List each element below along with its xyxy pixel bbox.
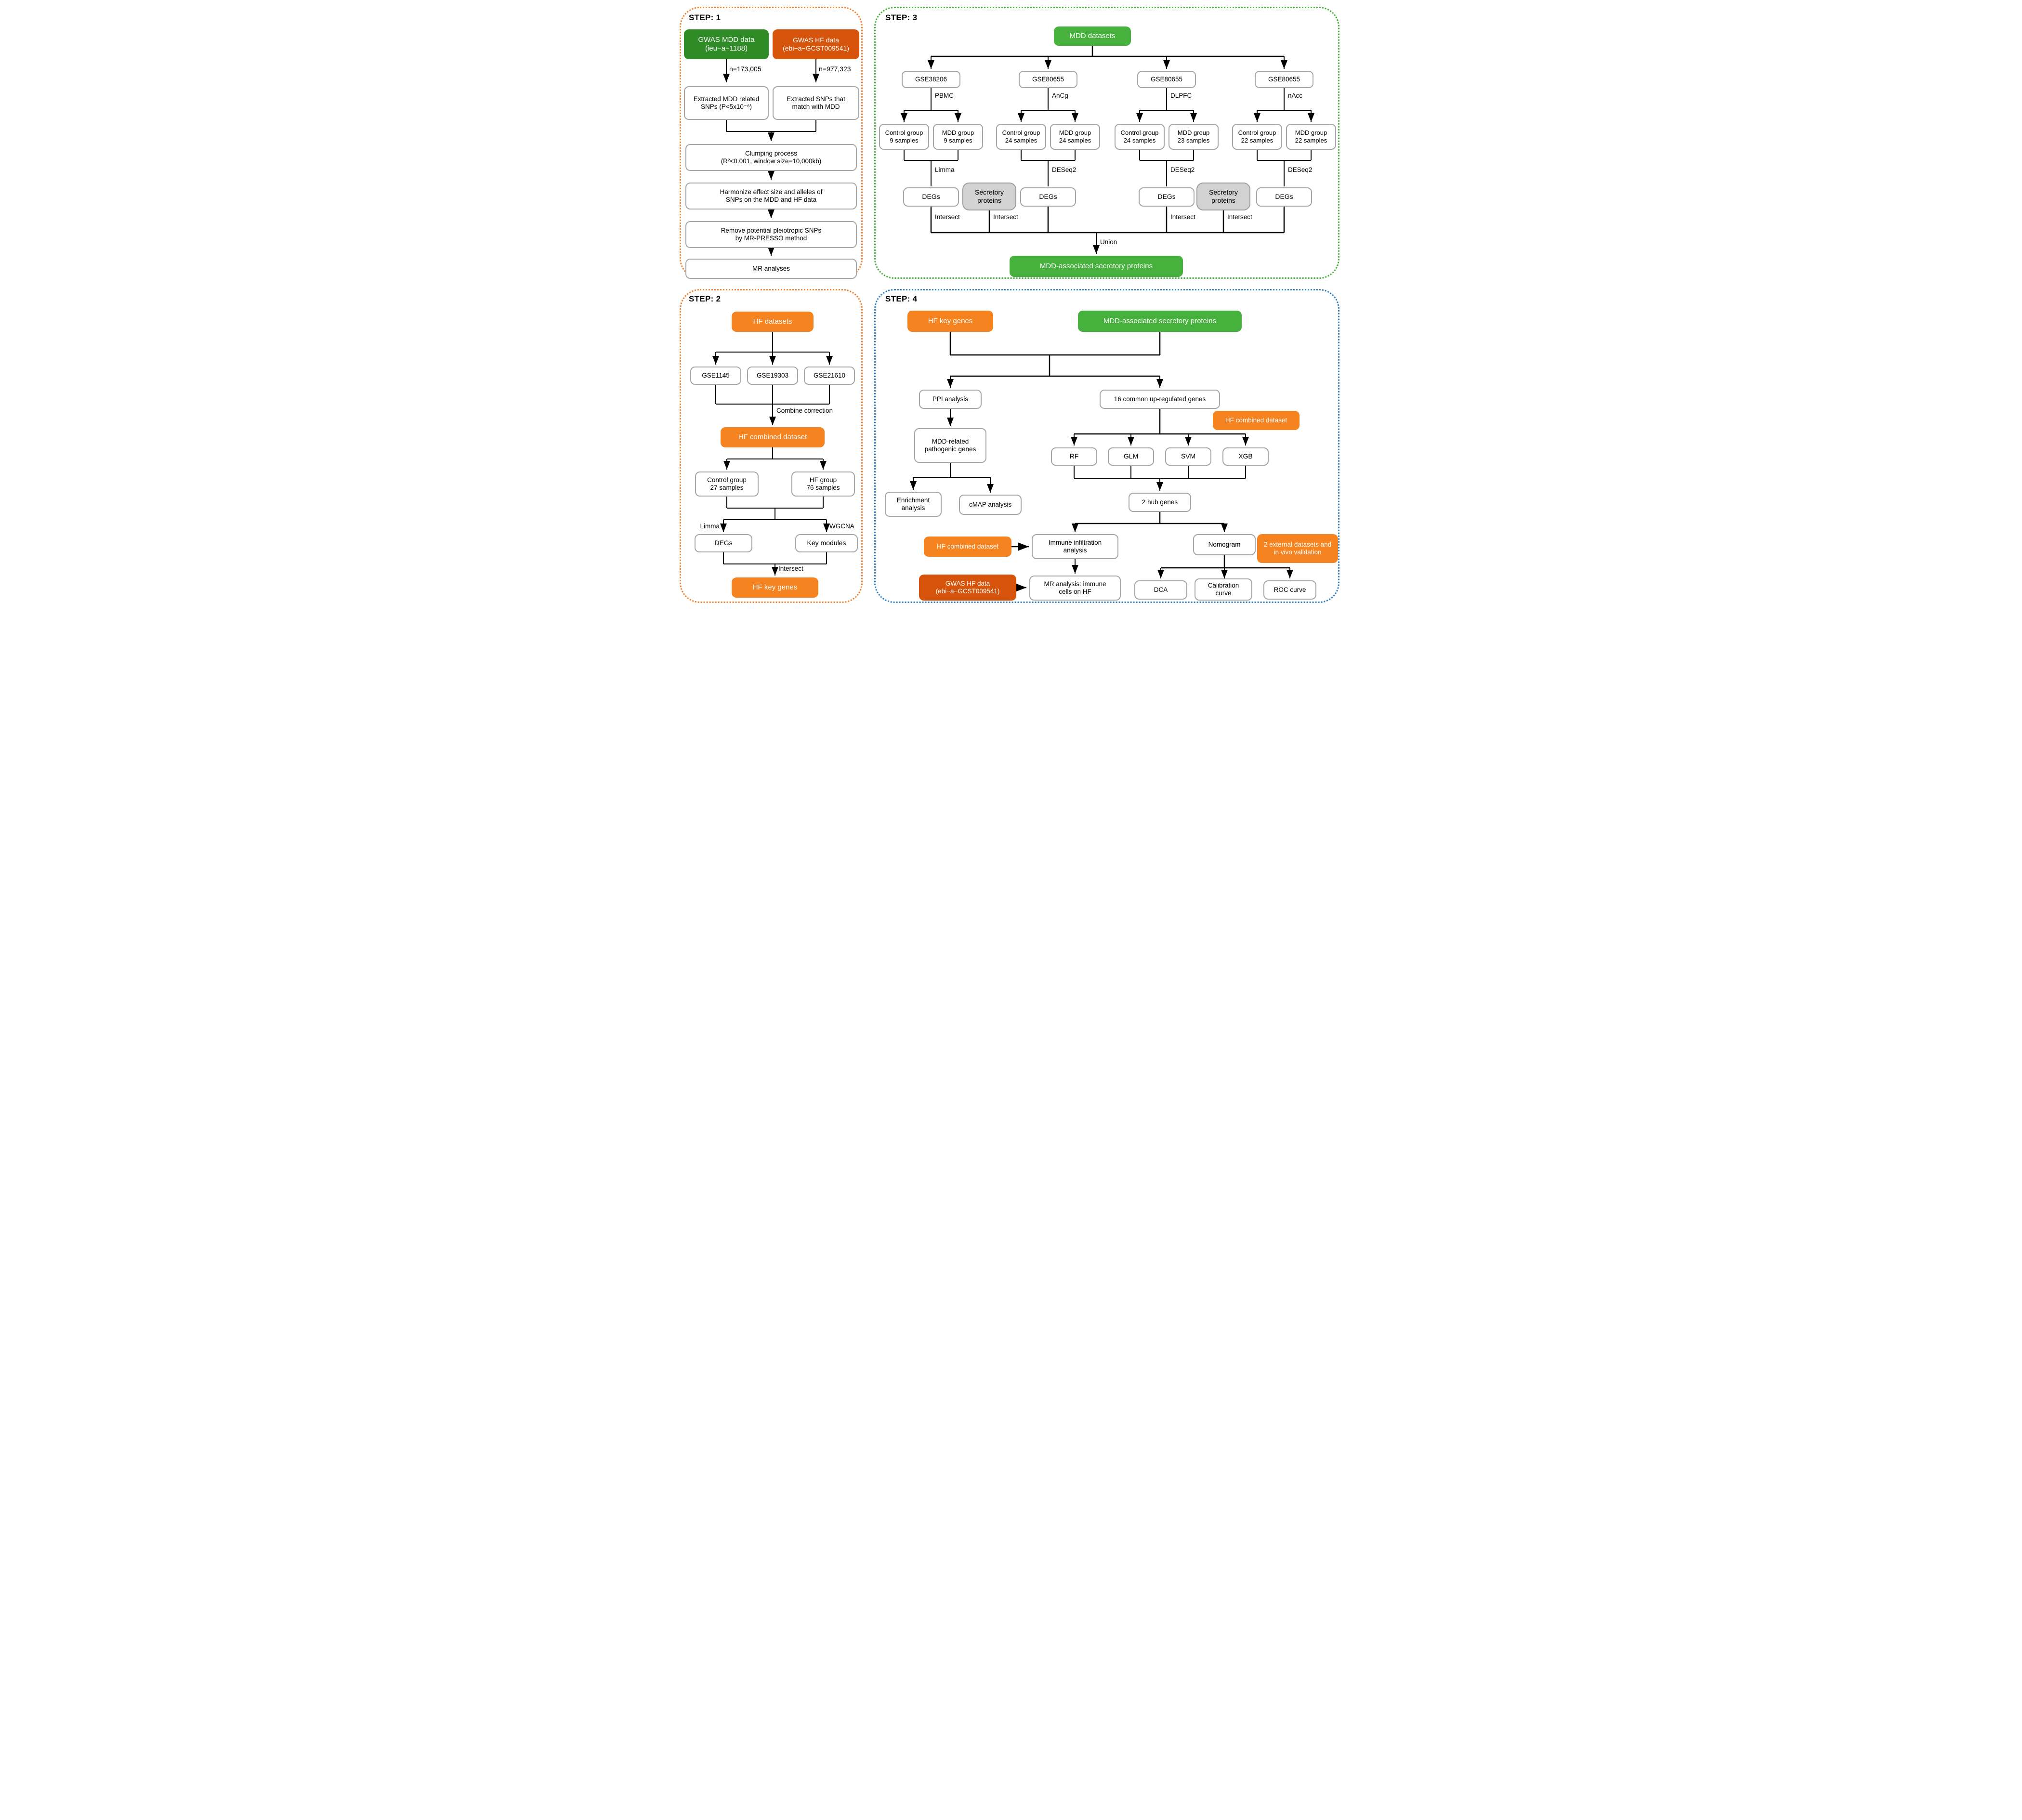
node-mdd-group-col4: MDD group 22 samples — [1286, 124, 1336, 150]
node-nomogram: Nomogram — [1193, 534, 1256, 555]
node-degs-col1: DEGs — [903, 187, 959, 207]
node-cmap-analysis: cMAP analysis — [959, 495, 1022, 515]
node-degs-hf: DEGs — [695, 534, 752, 552]
edge-label-method-col1: Limma — [935, 166, 955, 173]
edge-label-limma: Limma — [700, 523, 720, 530]
node-control-group-col3: Control group 24 samples — [1115, 124, 1165, 150]
node-hf-combined-dataset-ml: HF combined dataset — [1213, 411, 1300, 430]
edge-label-intersect-1: Intersect — [935, 213, 960, 221]
node-gse-col4: GSE80655 — [1255, 71, 1313, 88]
node-enrichment-analysis: Enrichment analysis — [885, 492, 942, 517]
edge-label-combine-correction: Combine correction — [776, 407, 833, 414]
edge-label-wgcna: WGCNA — [829, 523, 854, 530]
node-mdd-secretory-input: MDD-associated secretory proteins — [1078, 311, 1242, 332]
node-gse21610: GSE21610 — [804, 367, 855, 385]
node-key-modules: Key modules — [795, 534, 858, 552]
node-svm: SVM — [1165, 447, 1211, 466]
node-extracted-matching-snps: Extracted SNPs that match with MDD — [773, 86, 859, 120]
node-hf-group: HF group 76 samples — [791, 471, 855, 497]
step3-connectors — [901, 46, 1314, 254]
panel-step-3: STEP: 3 MDD datasets GSE38206 GSE80655 G… — [874, 7, 1339, 279]
node-xgb: XGB — [1222, 447, 1269, 466]
node-calibration-curve: Calibration curve — [1195, 578, 1252, 601]
node-gwas-mdd-data: GWAS MDD data (ieu−a−1188) — [684, 29, 769, 59]
node-mdd-group-col1: MDD group 9 samples — [933, 124, 983, 150]
step2-connectors — [712, 332, 833, 576]
node-hf-key-genes: HF key genes — [732, 577, 818, 598]
step1-connectors — [723, 59, 819, 256]
node-gse19303: GSE19303 — [747, 367, 798, 385]
edge-label-n-mdd: n=173,005 — [729, 65, 762, 73]
node-secretory-proteins-2: Secretory proteins — [1196, 183, 1250, 210]
node-degs-col3: DEGs — [1139, 187, 1195, 207]
node-gse-col2: GSE80655 — [1019, 71, 1077, 88]
node-hf-combined-dataset-immune: HF combined dataset — [924, 537, 1011, 557]
workflow-figure: STEP: 1 GWAS MDD data (ieu−a−1188) GWAS … — [674, 0, 1348, 608]
node-secretory-proteins-1: Secretory proteins — [962, 183, 1016, 210]
edge-label-method-col3: DESeq2 — [1170, 166, 1195, 173]
node-mr-analyses: MR analyses — [685, 259, 857, 279]
node-control-group-hf: Control group 27 samples — [695, 471, 759, 497]
node-hf-datasets: HF datasets — [732, 312, 814, 332]
edge-label-n-hf: n=977,323 — [819, 65, 851, 73]
node-control-group-col1: Control group 9 samples — [879, 124, 929, 150]
node-hf-key-genes-input: HF key genes — [907, 311, 993, 332]
edge-label-tissue-pbmc: PBMC — [935, 92, 954, 99]
edge-label-intersect-4: Intersect — [1227, 213, 1252, 221]
node-glm: GLM — [1108, 447, 1154, 466]
node-external-validation: 2 external datasets and in vivo validati… — [1257, 534, 1338, 563]
edge-label-intersect-3: Intersect — [1170, 213, 1195, 221]
edge-label-tissue-nacc: nAcc — [1288, 92, 1303, 99]
edge-label-tissue-ancg: AnCg — [1052, 92, 1068, 99]
node-16-common-genes: 16 common up-regulated genes — [1100, 390, 1220, 409]
panel-step-2: STEP: 2 HF datasets GSE1145 GSE19303 GSE… — [680, 289, 863, 603]
edge-label-method-col4: DESeq2 — [1288, 166, 1313, 173]
edge-label-intersect-2: Intersect — [993, 213, 1018, 221]
node-gse-col1: GSE38206 — [902, 71, 960, 88]
node-ppi-analysis: PPI analysis — [919, 390, 982, 409]
node-gwas-hf-data: GWAS HF data (ebi−a−GCST009541) — [773, 29, 859, 59]
node-hf-combined-dataset: HF combined dataset — [721, 427, 825, 447]
node-remove-pleiotropic: Remove potential pleiotropic SNPs by MR-… — [685, 221, 857, 248]
node-extracted-mdd-snps: Extracted MDD related SNPs (P<5x10⁻⁶) — [684, 86, 769, 120]
node-degs-col4: DEGs — [1256, 187, 1312, 207]
step4-connectors — [910, 332, 1293, 592]
edge-label-union: Union — [1100, 238, 1117, 246]
node-mdd-datasets: MDD datasets — [1054, 26, 1131, 46]
node-mdd-associated-secretory-proteins: MDD-associated secretory proteins — [1010, 256, 1183, 277]
node-harmonize: Harmonize effect size and alleles of SNP… — [685, 183, 857, 209]
edge-label-intersect-hf: Intersect — [778, 565, 803, 572]
node-degs-col2: DEGs — [1020, 187, 1076, 207]
panel-step-4: STEP: 4 HF key genes MDD-associated secr… — [874, 289, 1339, 603]
edge-label-tissue-dlpfc: DLPFC — [1170, 92, 1192, 99]
node-control-group-col2: Control group 24 samples — [996, 124, 1046, 150]
node-roc-curve: ROC curve — [1263, 580, 1316, 600]
panel-step-1: STEP: 1 GWAS MDD data (ieu−a−1188) GWAS … — [680, 7, 863, 279]
node-gwas-hf-data-step4: GWAS HF data (ebi−a−GCST009541) — [919, 575, 1016, 601]
node-rf: RF — [1051, 447, 1097, 466]
node-control-group-col4: Control group 22 samples — [1232, 124, 1282, 150]
step1-title: STEP: 1 — [689, 13, 721, 22]
node-clumping-process: Clumping process (R²<0.001, window size=… — [685, 144, 857, 171]
node-dca: DCA — [1134, 580, 1187, 600]
edge-label-method-col2: DESeq2 — [1052, 166, 1077, 173]
step4-title: STEP: 4 — [885, 294, 918, 303]
step2-title: STEP: 2 — [689, 294, 721, 303]
node-gse1145: GSE1145 — [690, 367, 741, 385]
node-mdd-group-col2: MDD group 24 samples — [1050, 124, 1100, 150]
node-mdd-related-pathogenic-genes: MDD-related pathogenic genes — [914, 428, 986, 463]
node-immune-infiltration-analysis: Immune infiltration analysis — [1032, 534, 1118, 559]
node-2-hub-genes: 2 hub genes — [1129, 493, 1191, 512]
node-gse-col3: GSE80655 — [1137, 71, 1196, 88]
node-mr-analysis-immune: MR analysis: immune cells on HF — [1029, 576, 1121, 601]
step3-title: STEP: 3 — [885, 13, 918, 22]
node-mdd-group-col3: MDD group 23 samples — [1169, 124, 1219, 150]
